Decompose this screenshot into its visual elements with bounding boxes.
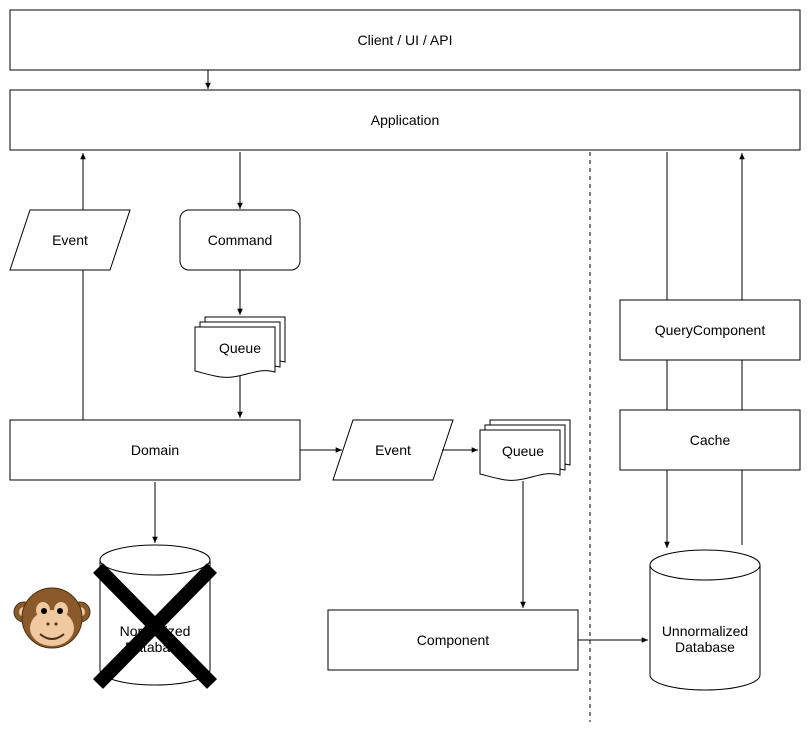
monkey-icon (13, 587, 91, 649)
queue-command-shape: Queue (194, 316, 286, 378)
cross-out-mark (93, 563, 217, 689)
queue-event-shape: Queue (479, 419, 571, 481)
command-box: Command (179, 209, 301, 271)
application-label: Application (371, 112, 440, 128)
queue-command-label: Queue (219, 340, 261, 356)
cache-box: Cache (619, 409, 801, 471)
client-ui-api-box: Client / UI / API (9, 9, 801, 71)
component-label: Component (417, 632, 489, 648)
cache-label: Cache (690, 432, 731, 448)
unnormalized-db-label-line2: Database (675, 639, 735, 655)
command-label: Command (208, 232, 273, 248)
unnormalized-db-label-line1: Unnormalized (662, 623, 748, 639)
event-left-shape: Event (9, 209, 131, 271)
domain-box: Domain (9, 419, 301, 481)
event-left-label: Event (52, 232, 88, 248)
application-box: Application (9, 89, 801, 151)
queue-event-label: Queue (502, 443, 544, 459)
event-mid-label: Event (375, 442, 411, 458)
unnormalized-database-cylinder: Unnormalized Database (649, 549, 761, 691)
query-component-box: QueryComponent (619, 299, 801, 361)
domain-label: Domain (131, 442, 179, 458)
query-component-label: QueryComponent (655, 322, 766, 338)
client-label: Client / UI / API (358, 32, 453, 48)
event-mid-shape: Event (332, 419, 454, 481)
component-box: Component (327, 609, 579, 671)
